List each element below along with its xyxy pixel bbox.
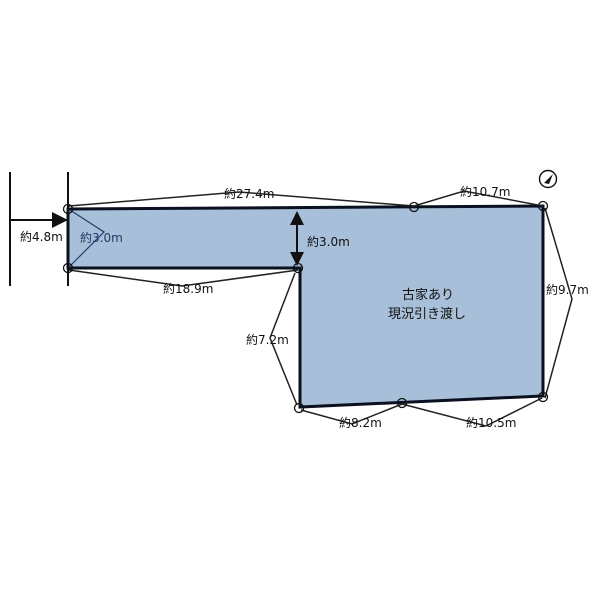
bottom-left-dimension-line (300, 403, 403, 425)
survey-marker-bottom-right (537, 391, 549, 403)
top-long-dimension-line (68, 191, 415, 207)
north-arrow-icon (538, 169, 558, 189)
survey-marker-top-mid (408, 201, 420, 213)
survey-marker-left-bottom (62, 262, 74, 274)
passage-bottom-dimension-line (68, 269, 299, 287)
passage-width-label: 約3.0m (307, 234, 350, 249)
frontage-inside-label: 約3.0m (80, 230, 123, 245)
top-right-edge-label: 約10.7m (460, 184, 510, 199)
bottom-right-dimension-line (401, 397, 543, 427)
survey-marker-bottom-left (293, 402, 305, 414)
survey-marker-bottom-mid (396, 397, 408, 409)
left-lower-dimension-line (269, 272, 298, 406)
top-right-dimension-line (413, 190, 544, 207)
top-long-edge-label: 約27.4m (224, 186, 274, 201)
right-dimension-line (544, 207, 573, 399)
left-lower-edge-label: 約7.2m (246, 332, 289, 347)
note-old-house-label: 古家あり (402, 287, 454, 303)
bottom-right-edge-label: 約10.5m (466, 415, 516, 430)
lot-polygon (66, 204, 545, 409)
survey-marker-top-left (62, 203, 74, 215)
survey-marker-inner-corner (292, 262, 304, 274)
frontage-inner-dimension-line (69, 209, 105, 267)
bottom-left-edge-label: 約8.2m (339, 415, 382, 430)
right-edge-label: 約9.7m (546, 282, 589, 297)
road-width-label: 約4.8m (20, 229, 63, 244)
survey-marker-top-right (537, 200, 549, 212)
passage-bottom-edge-label: 約18.9m (163, 281, 213, 296)
note-handover-label: 現況引き渡し (388, 306, 466, 322)
